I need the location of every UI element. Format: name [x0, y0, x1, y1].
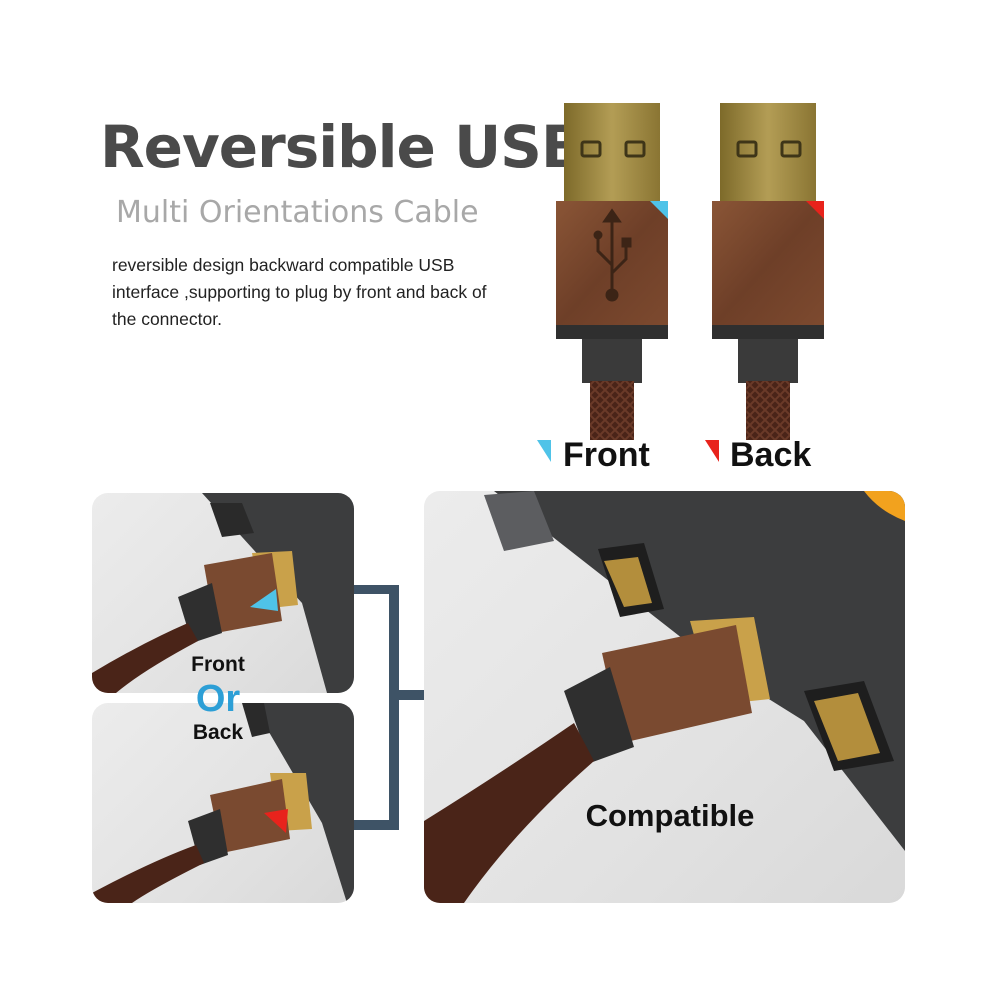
front-label: Front — [563, 436, 650, 474]
usb-connectors-illustration — [556, 103, 824, 440]
back-connector — [712, 103, 824, 440]
front-connector — [556, 103, 668, 440]
front-plug-photo — [92, 493, 354, 693]
compatible-label: Compatible — [585, 798, 755, 833]
panel-front-label: Front — [191, 653, 245, 676]
page-subtitle: Multi Orientations Cable — [116, 195, 479, 230]
back-label: Back — [730, 436, 812, 474]
page-title: Reversible USB — [100, 113, 585, 181]
panel-or-label: Or — [195, 678, 241, 720]
compatible-plug-photo — [424, 491, 905, 903]
back-plug-photo — [92, 703, 354, 903]
panel-back-label: Back — [192, 721, 244, 744]
back-marker-icon — [806, 201, 824, 219]
front-marker-icon — [650, 201, 668, 219]
usb-symbol-icon — [593, 208, 632, 302]
front-triangle-icon — [537, 440, 551, 462]
description-text: reversible design backward compatible US… — [112, 255, 487, 329]
back-triangle-icon — [705, 440, 719, 462]
